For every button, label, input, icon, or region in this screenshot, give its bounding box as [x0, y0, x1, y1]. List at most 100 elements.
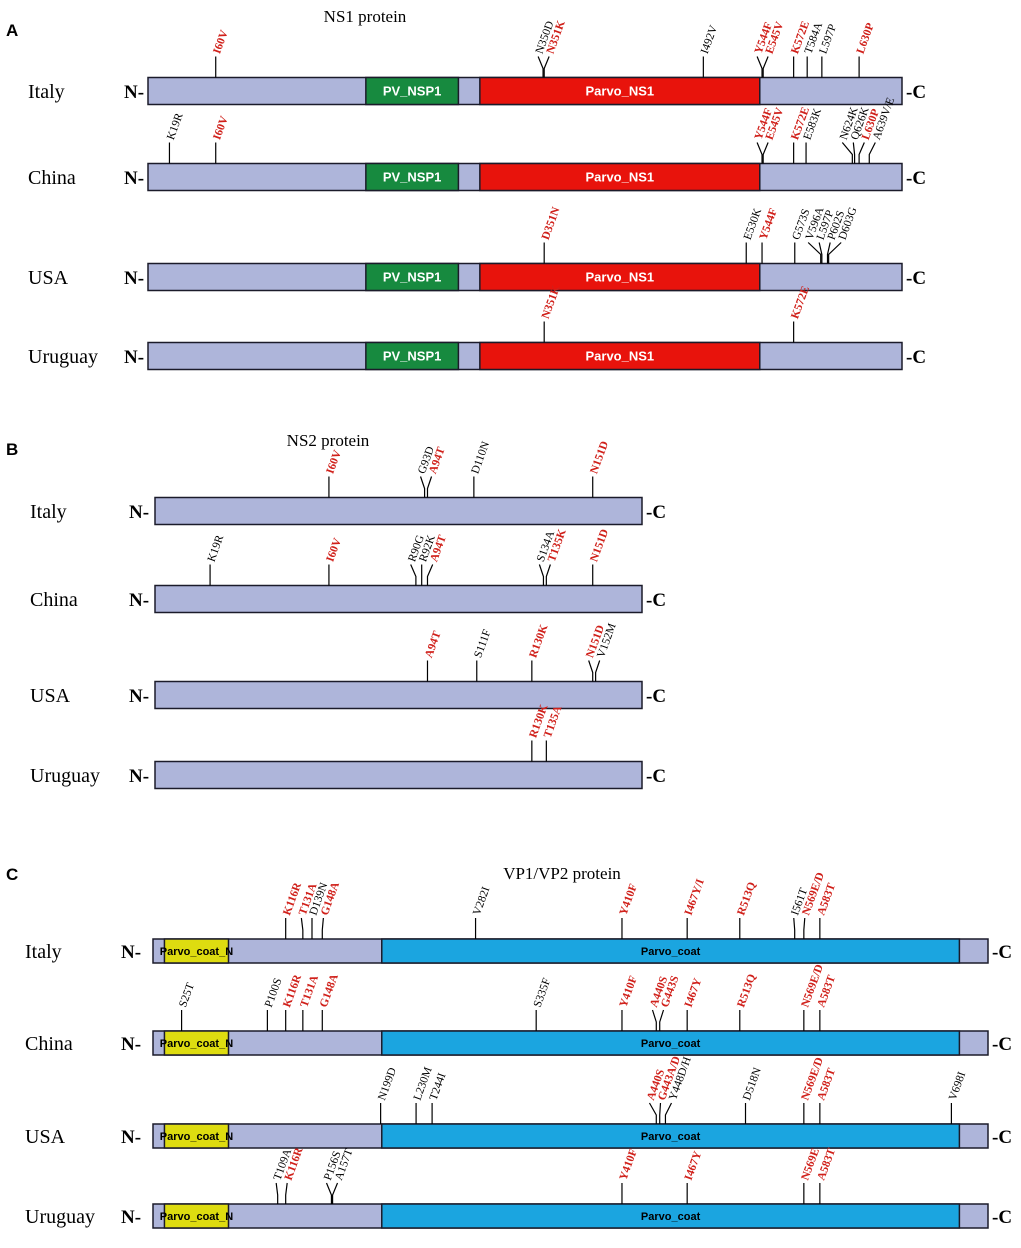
mutation-stem	[803, 917, 806, 939]
country-label: USA	[28, 267, 69, 289]
n-terminus-label: N-	[124, 82, 144, 103]
domain-pv-nsp1	[365, 262, 460, 292]
mutation-stem	[648, 1102, 657, 1124]
n-terminus-label: N-	[124, 268, 144, 289]
domain-label: PV_NSP1	[383, 170, 442, 185]
country-label: China	[28, 167, 76, 189]
country-label: China	[25, 1033, 73, 1055]
n-terminus-label: N-	[121, 942, 141, 963]
panel-letter: A	[6, 21, 18, 40]
c-terminus-label: -C	[646, 686, 666, 707]
mutation-stem	[828, 242, 842, 264]
domain-parvo-coat-n	[163, 1123, 230, 1149]
mutation-stem	[588, 660, 594, 682]
panel-title: VP1/VP2 protein	[503, 864, 621, 883]
domain-parvo-coat	[381, 1123, 961, 1149]
mutation-label: I467Y	[683, 1149, 705, 1182]
domain-label: Parvo_coat	[641, 1131, 701, 1143]
mutation-label: S25T	[177, 982, 197, 1010]
c-terminus-label: -C	[992, 942, 1012, 963]
domain-pv-nsp1	[365, 341, 460, 371]
c-terminus-label: -C	[906, 268, 926, 289]
mutation-label: N199D	[376, 1066, 399, 1102]
mutation-label: R513Q	[735, 880, 758, 917]
domain-label: Parvo_NS1	[585, 349, 654, 364]
mutation-stem	[841, 142, 853, 164]
n-terminus-label: N-	[124, 168, 144, 189]
c-terminus-label: -C	[906, 82, 926, 103]
domain-label: Parvo_coat_N	[160, 946, 233, 958]
panel-letter: C	[6, 865, 18, 884]
mutation-label: K19R	[206, 533, 227, 563]
panel-letter: B	[6, 440, 18, 459]
mutation-label: L630P	[855, 21, 877, 55]
mutation-label: I60V	[324, 448, 344, 476]
mutation-stem	[410, 564, 417, 586]
n-terminus-label: N-	[124, 347, 144, 368]
domain-label: Parvo_coat_N	[160, 1211, 233, 1223]
domain-label: Parvo_coat	[641, 1038, 701, 1050]
mutation-label: A94T	[423, 629, 444, 659]
mutation-label: I60V	[211, 114, 231, 142]
domain-label: Parvo_coat_N	[160, 1038, 233, 1050]
domain-parvo-coat-n	[163, 938, 230, 964]
mutation-stem	[807, 242, 822, 264]
n-terminus-label: N-	[129, 590, 149, 611]
mutation-label: N151D	[588, 440, 611, 476]
c-terminus-label: -C	[992, 1034, 1012, 1055]
mutation-label: I467Y	[683, 976, 705, 1009]
mutation-stem	[537, 56, 544, 78]
mutation-label: S335F	[532, 977, 554, 1009]
n-terminus-label: N-	[121, 1207, 141, 1228]
mutation-label: I60V	[211, 28, 231, 56]
mutation-stem	[793, 917, 796, 939]
mutation-stem	[762, 56, 769, 78]
mutation-stem	[659, 1102, 662, 1124]
mutation-stem	[426, 476, 433, 498]
country-label: USA	[30, 685, 71, 707]
mutation-stem	[419, 476, 426, 498]
domain-label: Parvo_NS1	[585, 84, 654, 99]
mutation-label: S111F	[472, 628, 493, 660]
c-terminus-label: -C	[906, 168, 926, 189]
mutation-stem	[595, 660, 601, 682]
mutation-stem	[651, 1009, 657, 1031]
country-label: Italy	[25, 941, 62, 963]
mutation-stem	[762, 142, 769, 164]
country-label: Italy	[28, 81, 65, 103]
domain-pv-nsp1	[365, 76, 460, 106]
mutation-label: I60V	[324, 536, 344, 564]
domain-pv-nsp1	[365, 162, 460, 192]
mutation-label: Y410F	[618, 974, 640, 1009]
mutation-stem	[275, 1182, 279, 1204]
domain-label: PV_NSP1	[383, 270, 442, 285]
mutation-stem	[300, 917, 304, 939]
c-terminus-label: -C	[646, 766, 666, 787]
c-terminus-label: -C	[906, 347, 926, 368]
country-label: Uruguay	[28, 346, 98, 368]
domain-parvo-coat	[381, 1030, 961, 1056]
protein-backbone	[154, 680, 643, 710]
mutation-stem	[331, 1182, 339, 1204]
mutation-label: K19R	[165, 111, 186, 141]
c-terminus-label: -C	[992, 1127, 1012, 1148]
domain-label: PV_NSP1	[383, 349, 442, 364]
mutation-stem	[868, 142, 876, 164]
mutation-label: I467Y/I	[683, 877, 707, 917]
domain-parvo-ns1	[479, 76, 761, 106]
domain-label: Parvo_NS1	[585, 270, 654, 285]
protein-backbone	[154, 760, 643, 790]
mutation-label: D351N	[540, 205, 563, 242]
protein-backbone	[154, 496, 643, 526]
